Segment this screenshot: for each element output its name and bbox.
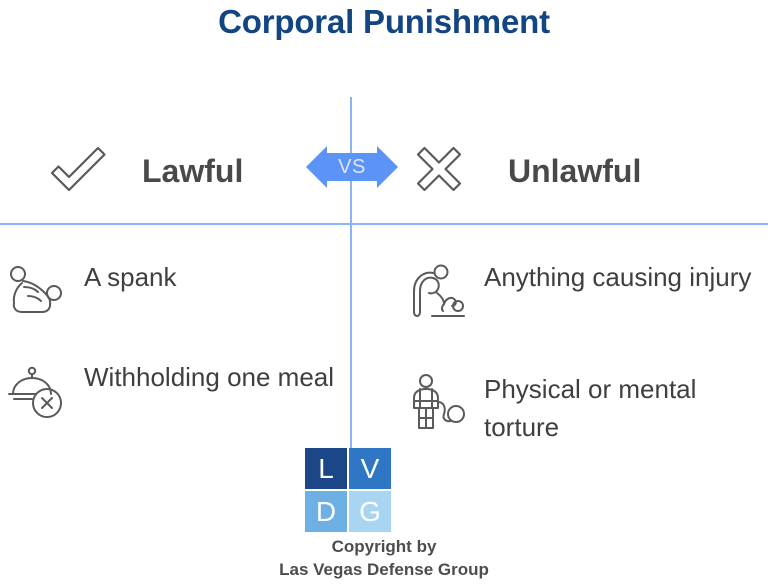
list-item-label: Anything causing injury: [484, 262, 752, 292]
list-item: Withholding one meal: [6, 358, 334, 424]
covered-meal-denied-icon: [6, 360, 70, 424]
copyright-footer: Copyright by Las Vegas Defense Group: [0, 535, 768, 581]
lvdg-logo: L V D G: [305, 448, 391, 532]
versus-label: VS: [338, 155, 366, 178]
logo-cell-l: L: [305, 448, 347, 489]
lawful-label: Lawful: [142, 152, 244, 189]
copyright-line-1: Copyright by: [331, 537, 437, 556]
vertical-divider: [350, 97, 352, 450]
logo-cell-d: D: [305, 491, 347, 532]
unlawful-label: Unlawful: [508, 152, 642, 189]
list-item: A spank: [6, 258, 177, 324]
unlawful-header: Unlawful: [408, 130, 641, 212]
spanking-figure-icon: [6, 260, 70, 324]
versus-badge: VS: [306, 137, 398, 197]
check-mark-icon: [42, 140, 114, 202]
list-item: Anything causing injury: [406, 258, 751, 324]
copyright-line-2: Las Vegas Defense Group: [279, 560, 489, 579]
logo-cell-g: G: [349, 491, 391, 532]
lawful-header: Lawful: [42, 130, 243, 212]
horizontal-divider: [0, 223, 768, 225]
list-item: Physical or mental torture: [406, 370, 768, 446]
cross-mark-icon: [408, 140, 480, 202]
logo-cell-v: V: [349, 448, 391, 489]
comparison-header-row: Lawful Unlawful: [0, 130, 768, 212]
adult-striking-child-icon: [406, 260, 470, 324]
list-item-label: Withholding one meal: [84, 362, 335, 392]
page-title: Corporal Punishment: [218, 3, 550, 40]
list-item-label: A spank: [84, 262, 177, 292]
list-item-label: Physical or mental torture: [484, 374, 697, 442]
bound-person-torture-icon: [406, 372, 470, 436]
double-arrow-vs-icon: [306, 137, 398, 197]
